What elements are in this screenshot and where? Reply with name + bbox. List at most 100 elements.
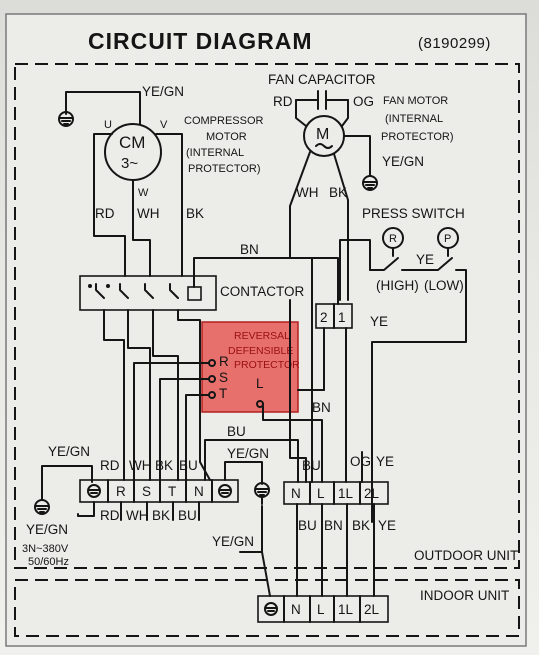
compressor-label-line-3: (INTERNAL [186,147,244,159]
power-wire-bottom-rd: RD [100,508,120,523]
indoor-ground-icon [264,602,278,616]
press-switch-wire-2: YE [370,314,388,329]
power-terminal-block: R S T N [79,479,239,503]
fan-motor-label-line-2: (INTERNAL [385,113,443,125]
power-wire-bottom-bk: BK [152,508,170,523]
protector-wire-s [159,378,210,481]
power-wire-top-rd: RD [100,458,120,473]
outdoor-wire-bottom-ye: YE [378,518,396,533]
fan-motor-label-line-3: PROTECTOR) [381,131,454,143]
compressor-wire-bk-line [155,133,183,277]
compressor-ground-label: YE/GN [142,84,184,99]
indoor-terminal-l: L [317,602,325,617]
contactor-terminal-2: 2 [320,310,328,325]
press-switch-wire: YE [416,252,434,267]
contactor-wire-s [127,309,151,481]
compressor-phase: 3~ [121,155,138,172]
protector-terminal-s: S [219,370,228,385]
indoor-terminal-block: N L 1L 2L [257,595,389,623]
power-terminal-t: T [168,484,176,499]
protector-terminal-l: L [256,376,264,391]
power-bu-wire: BU [227,424,246,439]
protector-line-1: REVERSAL [234,330,290,342]
protector-line-3: PROTECTOR [234,359,300,371]
contactor-bn-wire: BN [240,242,259,257]
contactor-label: CONTACTOR [220,284,305,299]
press-switch-high-label: (HIGH) [376,278,419,293]
protector-wire-t [185,394,210,481]
compressor-wire-wh-line [132,179,151,277]
outdoor-terminal-2l: 2L [364,486,380,501]
protector-wire-r [133,362,210,481]
reversal-protector: REVERSAL DEFENSIBLE PROTECTOR R S T L [201,321,300,413]
reversal-protector-box [201,321,299,413]
compressor-terminal-u: U [104,119,112,131]
diagram-code: (8190299) [418,35,491,52]
compressor-ground-wire [65,91,141,125]
fan-motor-wire-bk: BK [329,185,347,200]
fan-motor-wire-wh: WH [296,185,319,200]
outdoor-wire-bottom-bn: BN [324,518,343,533]
power-ground2-wire [224,461,263,485]
power-terminal-n: N [194,484,204,499]
indoor-terminal-2l: 2L [364,602,380,617]
outdoor-unit-boundary [14,63,520,569]
press-switch-feed-wire [339,239,371,301]
contactor-wire-n [177,309,211,481]
contactor-wire-t [152,309,179,481]
interconnect-ground-label: YE/GN [212,534,254,549]
press-switch-label: PRESS SWITCH [362,206,465,221]
outdoor-terminal-n: N [291,486,301,501]
power-bu-line [204,439,299,483]
fan-motor-ground-label: YE/GN [382,154,424,169]
interconnect-wires [296,503,375,597]
press-switch-contacts [369,257,467,523]
contactor-wire-r [103,309,125,481]
power-terminal-ground-icon-2 [218,484,232,498]
power-wire-bottom-wh: WH [126,508,149,523]
power-ground-icon [34,499,50,515]
contactor-terminal-1: 1 [338,310,346,325]
supply-ground-label: YE/GN [26,522,68,537]
compressor-symbol: CM [119,133,145,152]
compressor-terminal-v: V [160,119,168,131]
compressor-label-line-4: PROTECTOR) [188,163,261,175]
outdoor-terminal-block: N L 1L 2L [283,481,389,505]
protector-terminal-r: R [219,354,229,369]
compressor-motor: CM 3~ U V W YE/GN COMPRESSOR MOTOR (INTE… [95,84,264,221]
contactor [79,275,217,311]
power-terminal-s: S [142,484,151,499]
fan-motor-ground-icon [362,175,378,191]
indoor-unit-label: INDOOR UNIT [420,588,509,603]
compressor-wire-bk: BK [186,206,204,221]
supply-voltage: 3N~380V [22,543,69,555]
fan-capacitor-left-lead [295,99,307,127]
outdoor-unit-label: OUTDOOR UNIT [414,548,518,563]
outdoor-terminal-1l: 1L [338,486,354,501]
protector-line-2: DEFENSIBLE [228,345,293,357]
indoor-terminal-1l: 1L [338,602,354,617]
press-switch-low-label: (LOW) [424,278,464,293]
outdoor-wire-top-ye: YE [376,454,394,469]
compressor-label-line-1: COMPRESSOR [184,115,264,127]
contactor-terminal-block: 2 1 [315,303,353,329]
fan-capacitor-right-wire: OG [353,94,374,109]
contactor-coil-wire [193,257,339,305]
power-wire-top-bk: BK [155,458,173,473]
power-ground2-label: YE/GN [227,446,269,461]
outdoor-wire-bottom-bu: BU [298,518,317,533]
fan-capacitor-label: FAN CAPACITOR [268,72,376,87]
fan-capacitor-right-lead [341,99,349,127]
power-wire-top-wh: WH [129,458,152,473]
outdoor-wire-top-og: OG [350,454,371,469]
press-switch-high-symbol: R [389,233,397,245]
compressor-wire-wh: WH [137,206,160,221]
fan-capacitor-left-wire: RD [273,94,293,109]
protector-wire-l [262,403,323,483]
power-ground-wire [41,465,93,501]
indoor-terminal-n: N [291,602,301,617]
fan-motor-symbol: M [316,126,329,143]
interconnect-ground-wire [239,505,263,553]
